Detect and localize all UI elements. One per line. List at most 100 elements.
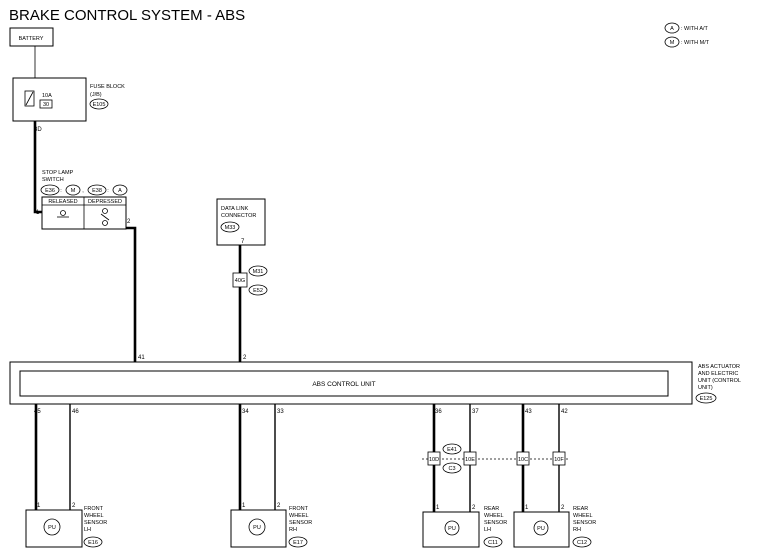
fuse-block-connector: E105 — [93, 102, 106, 108]
switch-connector-1: E36 — [45, 188, 55, 194]
fuse-block-box — [12, 77, 87, 122]
sensor-front-lh: PU 1 2 FRONT WHEEL SENSOR LH E16 — [25, 503, 107, 548]
rear-joint-connector-badge-1 — [442, 443, 462, 455]
joint-connector-badge-2 — [248, 284, 268, 296]
switch-connector-badge-3 — [87, 184, 107, 196]
rear-joint-box-2 — [463, 451, 477, 466]
abs-unit-outer-box — [9, 361, 693, 405]
sensor-rear-lh-label-4: LH — [484, 527, 491, 533]
joint-connector-badge-1 — [248, 265, 268, 277]
stop-lamp-switch: STOP LAMP SWITCH E36 : M , E38 : A RELEA… — [36, 170, 131, 230]
legend-badge-mt — [664, 36, 680, 48]
pickup-coil-icon — [248, 518, 266, 536]
sensor-rear-rh-label-2: WHEEL — [573, 513, 593, 519]
sensor-rear-lh-connector-badge — [483, 536, 503, 548]
abs-pin-37: 37 — [472, 409, 479, 415]
pickup-coil-icon — [533, 520, 549, 536]
abs-pin-36: 36 — [435, 409, 442, 415]
sensor-rear-lh-symbol: PU — [448, 526, 456, 532]
sensor-rear-lh-label-1: REAR — [484, 506, 499, 512]
rear-joint-label-2: 10E — [465, 457, 475, 463]
switch-connector-badge-4 — [112, 184, 128, 196]
sensor-rear-lh-label-3: SENSOR — [484, 520, 507, 526]
sensor-front-rh-connector-badge — [288, 536, 308, 548]
sensor-rear-lh: PU 1 2 REAR WHEEL SENSOR LH C11 — [422, 505, 507, 548]
sensor-front-lh-symbol: PU — [48, 525, 56, 531]
switch-connector-2: M — [71, 188, 76, 194]
rear-joint-box-1 — [427, 451, 441, 466]
data-link-connector: M33 — [225, 225, 236, 231]
legend-badge-at — [664, 22, 680, 34]
fuse-icon-line — [25, 91, 34, 106]
fuse-amp: 10A — [42, 93, 52, 99]
rear-joint-connector-badge-2 — [442, 462, 462, 474]
fuse-block: 10A 30 FUSE BLOCK (J/B) E105 8D — [12, 77, 125, 133]
legend-code-mt: M — [670, 40, 675, 46]
data-link-label-2: CONNECTOR — [221, 213, 256, 219]
sensor-front-rh-symbol: PU — [253, 525, 261, 531]
switch-connector-3: E38 — [92, 188, 102, 194]
battery-box — [9, 27, 54, 47]
rear-joint-connector-2: C3 — [448, 466, 455, 472]
sensor-front-lh-pin-2: 2 — [72, 503, 76, 509]
joint-connector-box — [232, 272, 248, 288]
abs-pin-46: 46 — [72, 409, 79, 415]
wire-switch-to-abs — [126, 226, 137, 362]
stop-lamp-switch-label-2: SWITCH — [42, 177, 64, 183]
sensor-rear-rh-box — [513, 511, 570, 548]
sensor-front-lh-label-1: FRONT — [84, 506, 104, 512]
switch-contact-icon-open — [102, 208, 108, 214]
abs-unit: ABS CONTROL UNIT 41 2 ABS ACTUATOR AND E… — [9, 355, 741, 405]
sensor-rear-rh-connector: C12 — [577, 540, 587, 546]
abs-pin-42: 42 — [561, 409, 568, 415]
sensor-rear-rh: PU 1 2 REAR WHEEL SENSOR RH C12 — [513, 505, 596, 548]
sensor-rear-rh-symbol: PU — [537, 526, 545, 532]
switch-contact-icon — [60, 210, 66, 216]
battery-label: BATTERY — [19, 36, 44, 42]
legend-code-at: A — [670, 26, 674, 32]
sensor-front-rh-box — [230, 509, 287, 548]
sensor-front-lh-connector: E16 — [88, 540, 98, 546]
switch-connector-4: A — [118, 188, 122, 194]
abs-side-label-2: AND ELECTRIC — [698, 371, 738, 377]
sensor-front-lh-box — [25, 509, 83, 548]
abs-side-label-4: UNIT) — [698, 385, 713, 391]
sensor-rear-lh-pin-1: 1 — [436, 505, 440, 511]
sensor-rear-rh-label-4: RH — [573, 527, 581, 533]
data-link-connector: DATA LINK CONNECTOR M33 7 — [216, 198, 266, 246]
fuse-block-label-2: (J/B) — [90, 92, 102, 98]
sensor-front-rh-label-1: FRONT — [289, 506, 309, 512]
joint-connector-number: 40G — [235, 278, 245, 284]
wire-fuse-to-switch — [33, 121, 42, 214]
sensor-rear-lh-connector: C11 — [488, 540, 498, 546]
switch-state-released: RELEASED — [48, 199, 77, 205]
sensor-rear-rh-connector-badge — [572, 536, 592, 548]
switch-pin-2: 2 — [127, 219, 131, 225]
sensor-rear-rh-label-3: SENSOR — [573, 520, 596, 526]
rear-joint-connector-1: E41 — [447, 447, 457, 453]
switch-contact-icon-closed — [102, 220, 108, 226]
switch-state-depressed: DEPRESSED — [88, 199, 122, 205]
switch-connector-badge-2 — [65, 184, 81, 196]
fuse-number: 30 — [43, 102, 49, 108]
rear-joint-box-3 — [516, 451, 530, 466]
abs-connector-badge — [695, 392, 717, 404]
sensor-front-lh-connector-badge — [83, 536, 103, 548]
sensor-front-rh-pin-2: 2 — [277, 503, 281, 509]
data-link-label-1: DATA LINK — [221, 206, 249, 212]
legend: A : WITH A/T M : WITH M/T — [664, 22, 710, 48]
stop-lamp-switch-label-1: STOP LAMP — [42, 170, 74, 176]
sensor-front-rh-pin-1: 1 — [242, 503, 246, 509]
joint-connector-2: E52 — [253, 288, 263, 294]
pickup-coil-icon — [444, 520, 460, 536]
sensor-front-rh-connector: E17 — [293, 540, 303, 546]
sensor-front-lh-label-2: WHEEL — [84, 513, 104, 519]
sensor-rear-rh-label-1: REAR — [573, 506, 588, 512]
pickup-coil-icon — [43, 518, 61, 536]
sensor-front-rh-label-3: SENSOR — [289, 520, 312, 526]
sensor-front-rh: PU 1 2 FRONT WHEEL SENSOR RH E17 — [230, 503, 312, 548]
switch-connector-sep-3: : — [107, 188, 109, 194]
sensor-front-lh-label-4: LH — [84, 527, 91, 533]
